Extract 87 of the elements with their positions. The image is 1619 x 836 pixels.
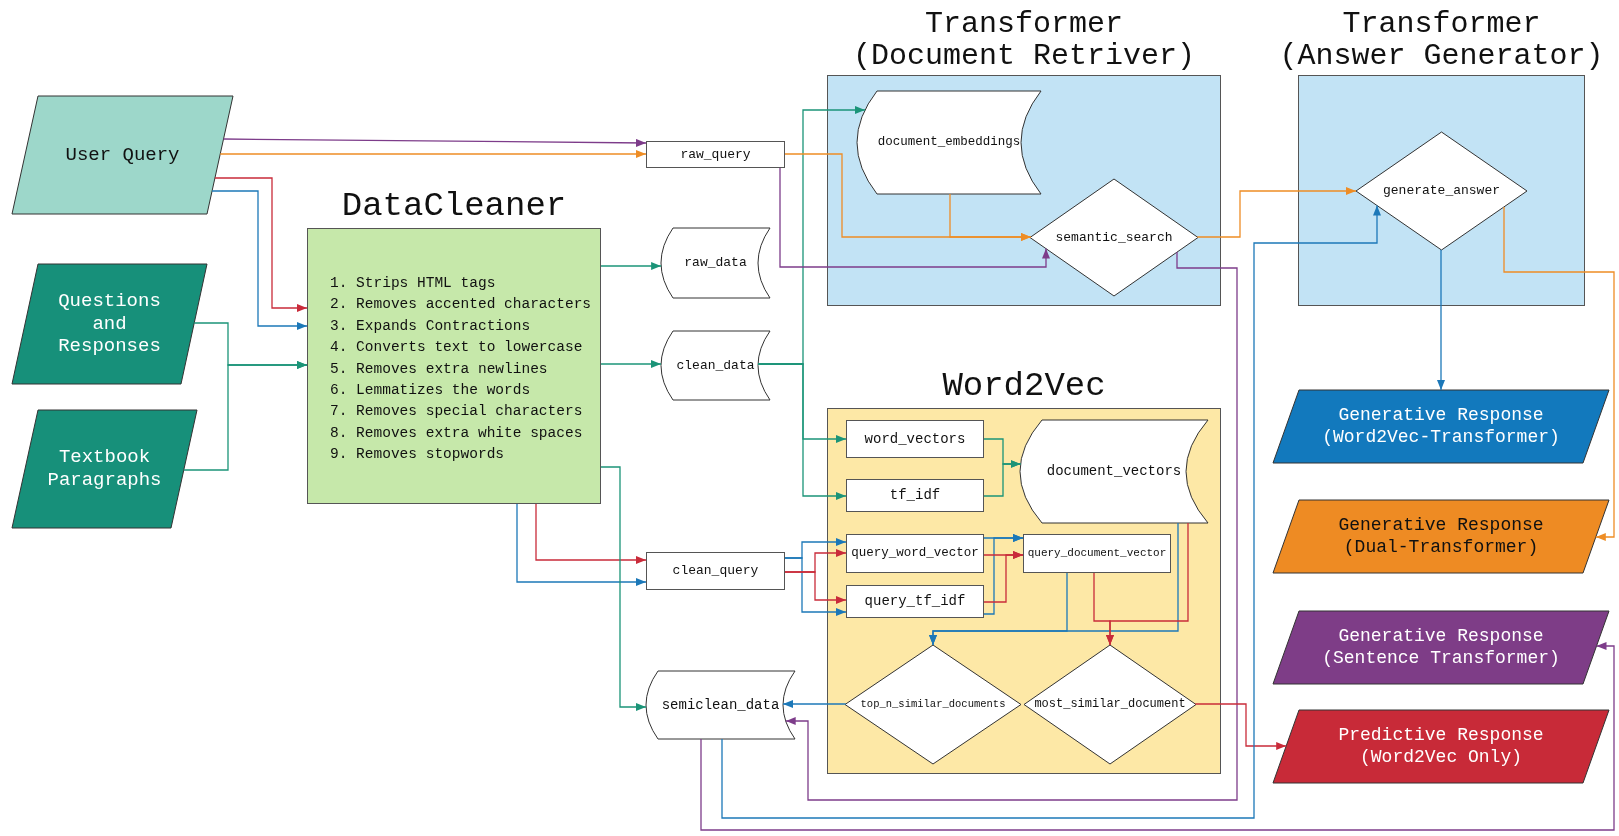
list-item: 3. Expands Contractions [330,316,531,336]
node-label: query_word_vector [851,546,979,561]
process-box [846,585,984,618]
decision-diamond [1356,132,1527,250]
node-label: query_tf_idf [864,593,966,610]
group-title: DataCleaner [340,189,568,225]
input-parallelogram [12,96,233,214]
arrow [516,503,647,586]
node-label: Predictive Response (Word2Vec Only) [1337,724,1545,769]
process-box [646,552,785,590]
arrow [211,190,308,330]
arrow [600,262,662,270]
decision-diamond [845,645,1021,764]
output-parallelogram [1273,611,1609,684]
arrow [700,642,1615,831]
node-label: Generative Response (Sentence Transformer) [1321,625,1561,670]
arrow [600,466,647,711]
input-parallelogram [12,410,197,528]
node-label: top_n_similar_documents [860,698,1006,711]
input-parallelogram [12,264,207,384]
arrow [721,204,1381,819]
node-label: Generative Response (Word2Vec-Transformer) [1321,404,1561,449]
list-item: 7. Removes special characters [330,402,583,422]
data-store [646,671,795,739]
arrow [1194,703,1287,750]
arrow [1106,522,1189,646]
node-label: Questions and Responses [57,289,162,359]
list-item: 4. Converts text to lowercase [330,338,583,358]
output-parallelogram [1273,500,1609,573]
arrow [929,522,1179,646]
arrow [757,363,847,500]
group-title: Transformer (Document Retriver) [851,9,1197,72]
arrow [782,700,847,708]
node-label: clean_data [676,357,755,374]
data-store [661,331,770,400]
arrow [784,571,847,604]
node-label: word_vectors [864,430,966,448]
arrow [600,360,662,368]
node-label: tf_idf [889,487,941,504]
node-label: clean_query [672,563,759,579]
node-label: raw_data [684,255,747,271]
arrow [1503,206,1615,541]
process-box [1023,534,1171,573]
list-item: 5. Removes extra newlines [330,359,548,379]
arrow [785,251,1238,801]
arrow [222,138,647,147]
decision-diamond [1030,179,1198,296]
process-box [846,420,984,458]
arrow [949,193,1032,241]
node-label: document_vectors [1046,463,1182,480]
arrow [535,503,647,564]
arrow [983,551,1024,603]
node-label: most_similar_document [1034,697,1186,712]
node-label: User Query [65,143,180,167]
output-parallelogram [1273,710,1609,783]
node-label: raw_query [680,146,751,163]
arrow [214,177,308,312]
node-label: semiclean_data [661,696,780,714]
node-label: Textbook Paragraphs [46,446,163,492]
list-item: 1. Strips HTML tags [330,274,496,293]
process-box [846,534,984,573]
arrow [1196,187,1357,238]
list-item: 8. Removes extra white spaces [330,423,583,443]
arrow [983,460,1022,497]
data-store [661,228,770,298]
arrow [784,557,847,616]
node-label: generate_answer [1383,183,1500,199]
arrow [983,534,1024,615]
data-store [857,91,1041,194]
arrow [183,361,308,471]
node-label: semantic_search [1055,229,1173,246]
list-item: 9. Removes stopwords [330,445,505,465]
output-parallelogram [1273,390,1609,463]
process-box [846,479,984,512]
group-title: Word2Vec [941,369,1107,405]
node-label: query_document_vector [1027,546,1167,561]
process-box [646,141,785,168]
data-store [1020,420,1208,523]
group-title: Transformer (Answer Generator) [1278,9,1605,72]
arrow [779,167,1050,268]
node-label: document_embeddings [877,135,1021,150]
arrow [219,150,647,158]
list-item: 6. Lemmatizes the words [330,381,531,401]
decision-diamond [1024,645,1196,764]
list-item: 2. Removes accented characters [330,295,592,315]
arrow [1437,249,1445,391]
node-label: Generative Response (Dual-Transformer) [1337,514,1545,559]
